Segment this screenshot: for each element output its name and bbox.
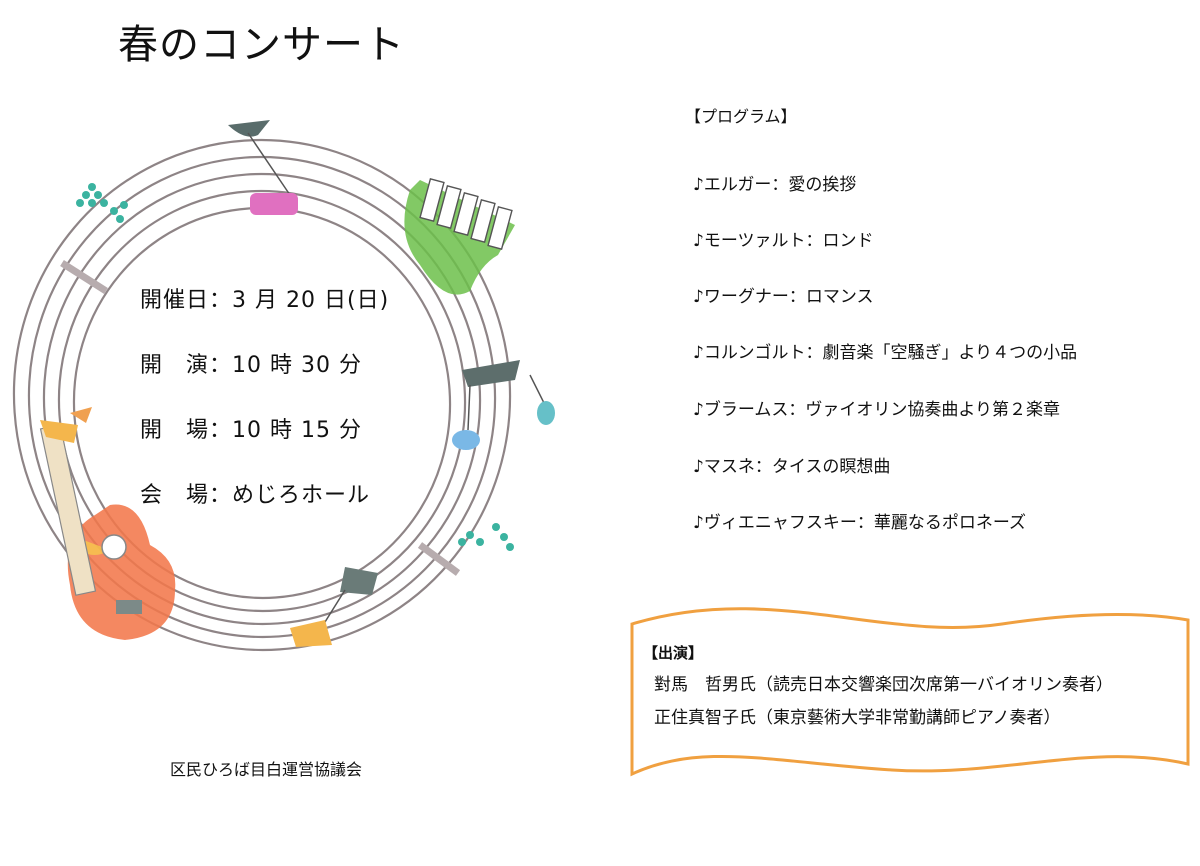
program-item: ♪ヴィエニャフスキー：華麗なるポロネーズ (693, 513, 1026, 533)
program-item: ♪コルンゴルト：劇音楽「空騒ぎ」より４つの小品 (693, 343, 1078, 363)
program-heading: 【プログラム】 (685, 107, 797, 126)
music-staff-illustration (12, 120, 555, 652)
page-title: 春のコンサート (118, 22, 405, 68)
info-row-date: 開催日：3 月 20 日(日) (140, 288, 390, 313)
performer-scroll-frame (630, 607, 1190, 777)
program-item: ♪ブラームス：ヴァイオリン協奏曲より第２楽章 (693, 400, 1060, 420)
info-value: めじろホール (232, 483, 371, 508)
organizer: 区民ひろば目白運営協議会 (170, 760, 363, 779)
program-item: ♪マスネ：タイスの瞑想曲 (693, 457, 891, 477)
performer-item: 對馬 哲男氏（読売日本交響楽団次席第一バイオリン奏者） (654, 675, 1113, 695)
info-label: 開 場 (140, 418, 210, 443)
info-row-doors: 開 場：10 時 15 分 (140, 418, 362, 443)
info-label: 開催日 (140, 288, 210, 313)
ornament-icon (76, 183, 514, 551)
info-value: 10 時 30 分 (232, 353, 362, 378)
note-flag-icon (228, 120, 298, 215)
info-row-venue: 会 場：めじろホール (140, 483, 371, 508)
performer-item: 正住真智子氏（東京藝術大学非常勤講師ピアノ奏者） (654, 708, 1061, 728)
info-row-start: 開 演：10 時 30 分 (140, 353, 362, 378)
note-flag-icon (452, 360, 555, 450)
piano-icon (404, 178, 515, 295)
program-item: ♪ワーグナー：ロマンス (693, 287, 874, 307)
performers-heading: 【出演】 (643, 644, 704, 662)
info-label: 会 場 (140, 483, 210, 508)
event-info: 開催日：3 月 20 日(日) 開 演：10 時 30 分 開 場：10 時 1… (140, 282, 389, 542)
program-item: ♪モーツァルト：ロンド (693, 231, 874, 251)
info-label: 開 演 (140, 353, 210, 378)
guitar-icon (39, 407, 176, 640)
info-value: 3 月 20 日(日) (232, 288, 390, 313)
info-value: 10 時 15 分 (232, 418, 362, 443)
note-flag-icon (290, 567, 378, 647)
program-item: ♪エルガー：愛の挨拶 (693, 175, 857, 195)
